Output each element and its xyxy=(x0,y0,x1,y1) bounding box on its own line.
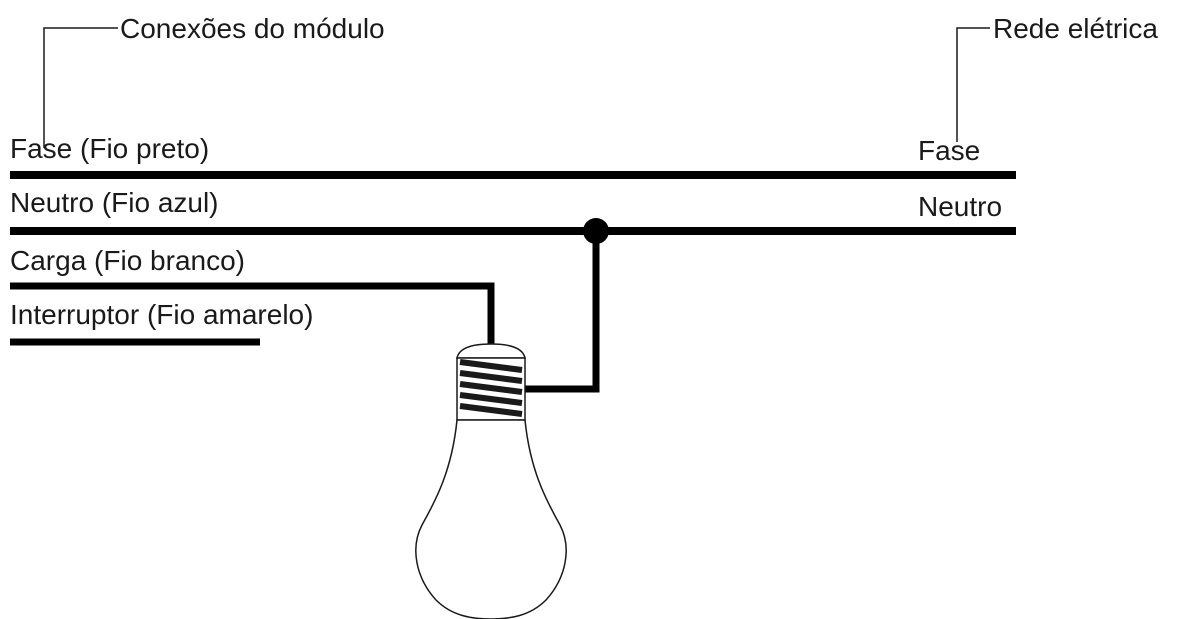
grid-title-leader xyxy=(956,27,990,142)
module-title-leader xyxy=(43,27,118,148)
junction-dot xyxy=(583,218,609,244)
grid-fase-label: Fase xyxy=(918,135,980,166)
neutro-drop-wire xyxy=(522,231,600,393)
bulb-screw-thread xyxy=(459,359,523,417)
fase-wire-label: Fase (Fio preto) xyxy=(10,133,209,164)
carga-wire-label: Carga (Fio branco) xyxy=(10,245,245,276)
neutro-wire-label: Neutro (Fio azul) xyxy=(10,187,219,218)
interruptor-wire-label: Interruptor (Fio amarelo) xyxy=(10,299,313,330)
bulb-cap xyxy=(456,343,526,359)
grid-title: Rede elétrica xyxy=(993,13,1158,44)
carga-wire xyxy=(10,282,495,344)
light-bulb-icon xyxy=(415,343,567,619)
bulb-glass xyxy=(415,419,567,619)
module-connections-title: Conexões do módulo xyxy=(120,13,385,44)
grid-neutro-label: Neutro xyxy=(918,191,1002,222)
